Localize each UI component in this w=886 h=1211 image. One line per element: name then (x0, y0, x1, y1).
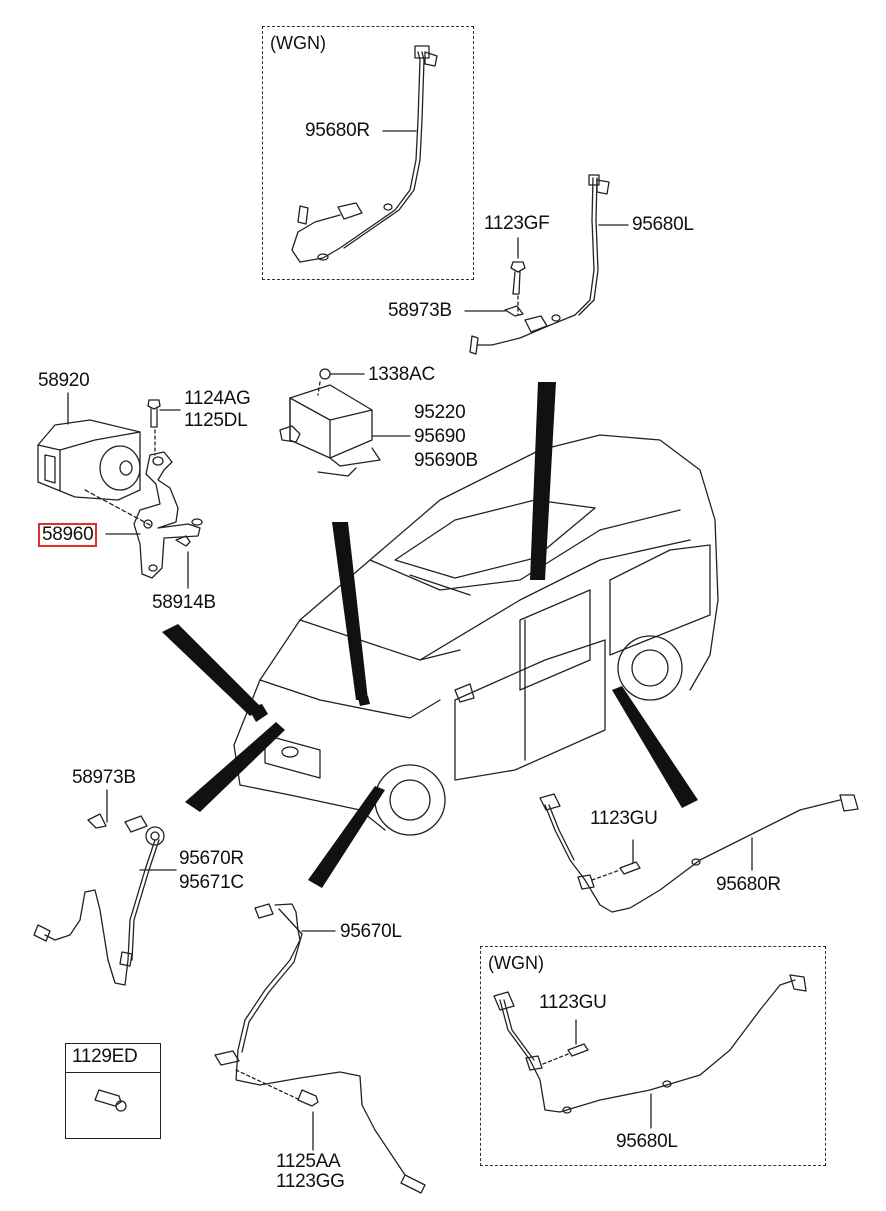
part-label-1123GG[interactable]: 1123GG (276, 1171, 345, 1192)
part-label-1129ED[interactable]: 1129ED (72, 1046, 138, 1067)
part-label-58914B[interactable]: 58914B (152, 592, 216, 613)
part-label-1125AA[interactable]: 1125AA (276, 1151, 341, 1172)
part-label-1125DL[interactable]: 1125DL (184, 410, 248, 431)
part-box-1129ED (65, 1043, 161, 1139)
part-label-95670L[interactable]: 95670L (340, 921, 402, 942)
wgn-variant-box-top (262, 26, 474, 280)
variant-label-wgn-top: (WGN) (270, 33, 326, 53)
wheel-speed-sensor-95680R-wgn (291, 45, 438, 263)
variant-label-wgn-bottom: (WGN) (488, 953, 544, 973)
location-pointers (162, 382, 698, 888)
part-label-95670R[interactable]: 95670R (179, 848, 244, 869)
part-label-95690B[interactable]: 95690B (414, 450, 478, 471)
part-label-95680R-top[interactable]: 95680R (305, 120, 370, 141)
bolt-1123GU-bottom (567, 1043, 589, 1057)
part-label-58973B-top[interactable]: 58973B (388, 300, 452, 321)
van-illustration (233, 434, 719, 836)
bolt-58914B (175, 535, 191, 547)
part-label-95220[interactable]: 95220 (414, 402, 466, 423)
bracket-58960 (133, 451, 203, 579)
part-label-1338AC[interactable]: 1338AC (368, 364, 435, 385)
bolt-1125AA (297, 1089, 319, 1107)
part-label-95680L-top[interactable]: 95680L (632, 214, 694, 235)
part-label-58973B-left[interactable]: 58973B (72, 767, 136, 788)
part-label-95680R-mid[interactable]: 95680R (716, 874, 781, 895)
wheel-speed-sensor-95680L-wgn (493, 974, 807, 1114)
part-label-95680L-bottom[interactable]: 95680L (616, 1131, 678, 1152)
clip-58973B-top (504, 305, 524, 317)
part-label-95690[interactable]: 95690 (414, 426, 466, 447)
wheel-speed-sensor-95680L (469, 174, 610, 355)
part-label-1124AG[interactable]: 1124AG (184, 388, 251, 409)
wheel-speed-sensor-95670L (214, 903, 426, 1194)
bolt-1123GF (510, 261, 526, 295)
wheel-speed-sensor-95670R (33, 813, 165, 986)
bolt-1123GU-mid (619, 861, 641, 875)
abs-module-58920 (37, 419, 151, 526)
part-label-1123GU-bottom[interactable]: 1123GU (539, 992, 607, 1013)
control-unit-95220 (279, 368, 381, 477)
part-label-58960-selected[interactable]: 58960 (38, 523, 98, 547)
bolt-1124AG (147, 399, 161, 428)
part-label-1123GF[interactable]: 1123GF (484, 213, 550, 234)
wgn-variant-box-bottom (480, 946, 826, 1166)
bolt-1129ED (94, 1089, 122, 1107)
part-box-divider (66, 1072, 160, 1073)
wheel-speed-sensor-95680R-mid (539, 793, 859, 913)
part-label-58920[interactable]: 58920 (38, 370, 90, 391)
part-label-1123GU-mid[interactable]: 1123GU (590, 808, 658, 829)
part-label-95671C[interactable]: 95671C (179, 872, 244, 893)
